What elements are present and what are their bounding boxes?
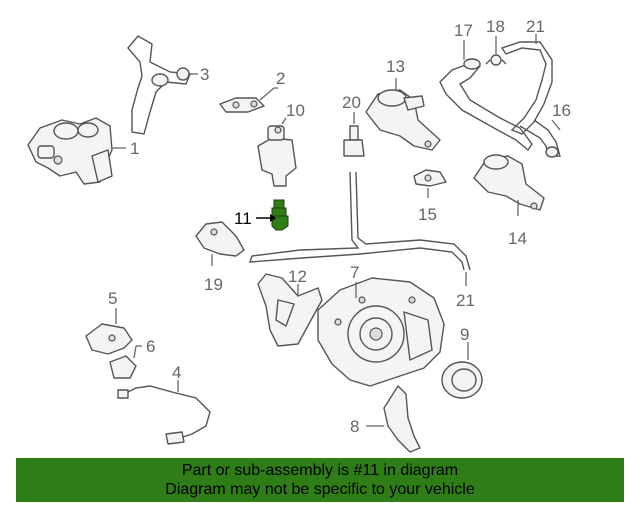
callout-18: 18 <box>486 17 505 36</box>
callout-9: 9 <box>460 325 469 344</box>
callout-10: 10 <box>286 101 305 120</box>
callout-15: 15 <box>418 205 437 224</box>
part-6-connector[interactable] <box>109 355 137 379</box>
part-17-pipe[interactable] <box>439 58 533 152</box>
part-4-sensor-wire[interactable] <box>117 385 211 445</box>
callout-21-lower: 21 <box>456 291 475 310</box>
callout-14: 14 <box>508 229 527 248</box>
part-2-gasket[interactable] <box>219 97 265 113</box>
part-12-bracket[interactable] <box>257 273 323 347</box>
part-14-pump[interactable] <box>473 154 545 211</box>
callout-7: 7 <box>350 263 359 282</box>
callout-8: 8 <box>350 417 359 436</box>
callout-3: 3 <box>200 65 209 84</box>
callout-12: 12 <box>288 267 307 286</box>
callout-19: 19 <box>204 275 223 294</box>
banner-line-2: Diagram may not be specific to your vehi… <box>165 481 475 498</box>
callout-5: 5 <box>108 289 117 308</box>
part-15-gasket[interactable] <box>413 169 447 187</box>
callout-11: 11 <box>234 209 252 228</box>
part-8-shield[interactable] <box>383 385 421 453</box>
part-13-pump[interactable] <box>365 89 441 151</box>
part-18-clamp[interactable] <box>485 54 507 66</box>
part-20-fitting[interactable] <box>343 125 365 157</box>
callout-1: 1 <box>130 139 139 158</box>
part-16-hose[interactable] <box>519 119 561 158</box>
info-banner: Part or sub-assembly is #11 in diagram D… <box>16 458 624 502</box>
callout-6: 6 <box>146 337 155 356</box>
callout-13: 13 <box>386 57 405 76</box>
part-21-hose-upper[interactable] <box>500 41 553 135</box>
callout-4: 4 <box>172 363 181 382</box>
part-21-hose-lower[interactable] <box>249 171 471 271</box>
parts-diagram: 1 3 2 10 11 19 20 <box>27 17 571 453</box>
part-1-valve-assembly[interactable] <box>27 117 113 185</box>
part-10-solenoid[interactable] <box>257 125 297 187</box>
part-7-housing[interactable] <box>317 277 445 387</box>
part-5-bracket[interactable] <box>85 323 133 355</box>
callout-2: 2 <box>276 69 285 88</box>
part-19-bracket[interactable] <box>195 221 245 257</box>
part-3-hose[interactable] <box>127 35 191 135</box>
callout-21-upper: 21 <box>526 17 545 36</box>
part-9-ring[interactable] <box>441 361 483 399</box>
part-11-sensor[interactable] <box>271 199 289 231</box>
banner-line-1: Part or sub-assembly is #11 in diagram <box>181 462 459 479</box>
callout-16: 16 <box>552 101 571 120</box>
callout-17: 17 <box>454 21 473 40</box>
callout-20: 20 <box>342 93 361 112</box>
